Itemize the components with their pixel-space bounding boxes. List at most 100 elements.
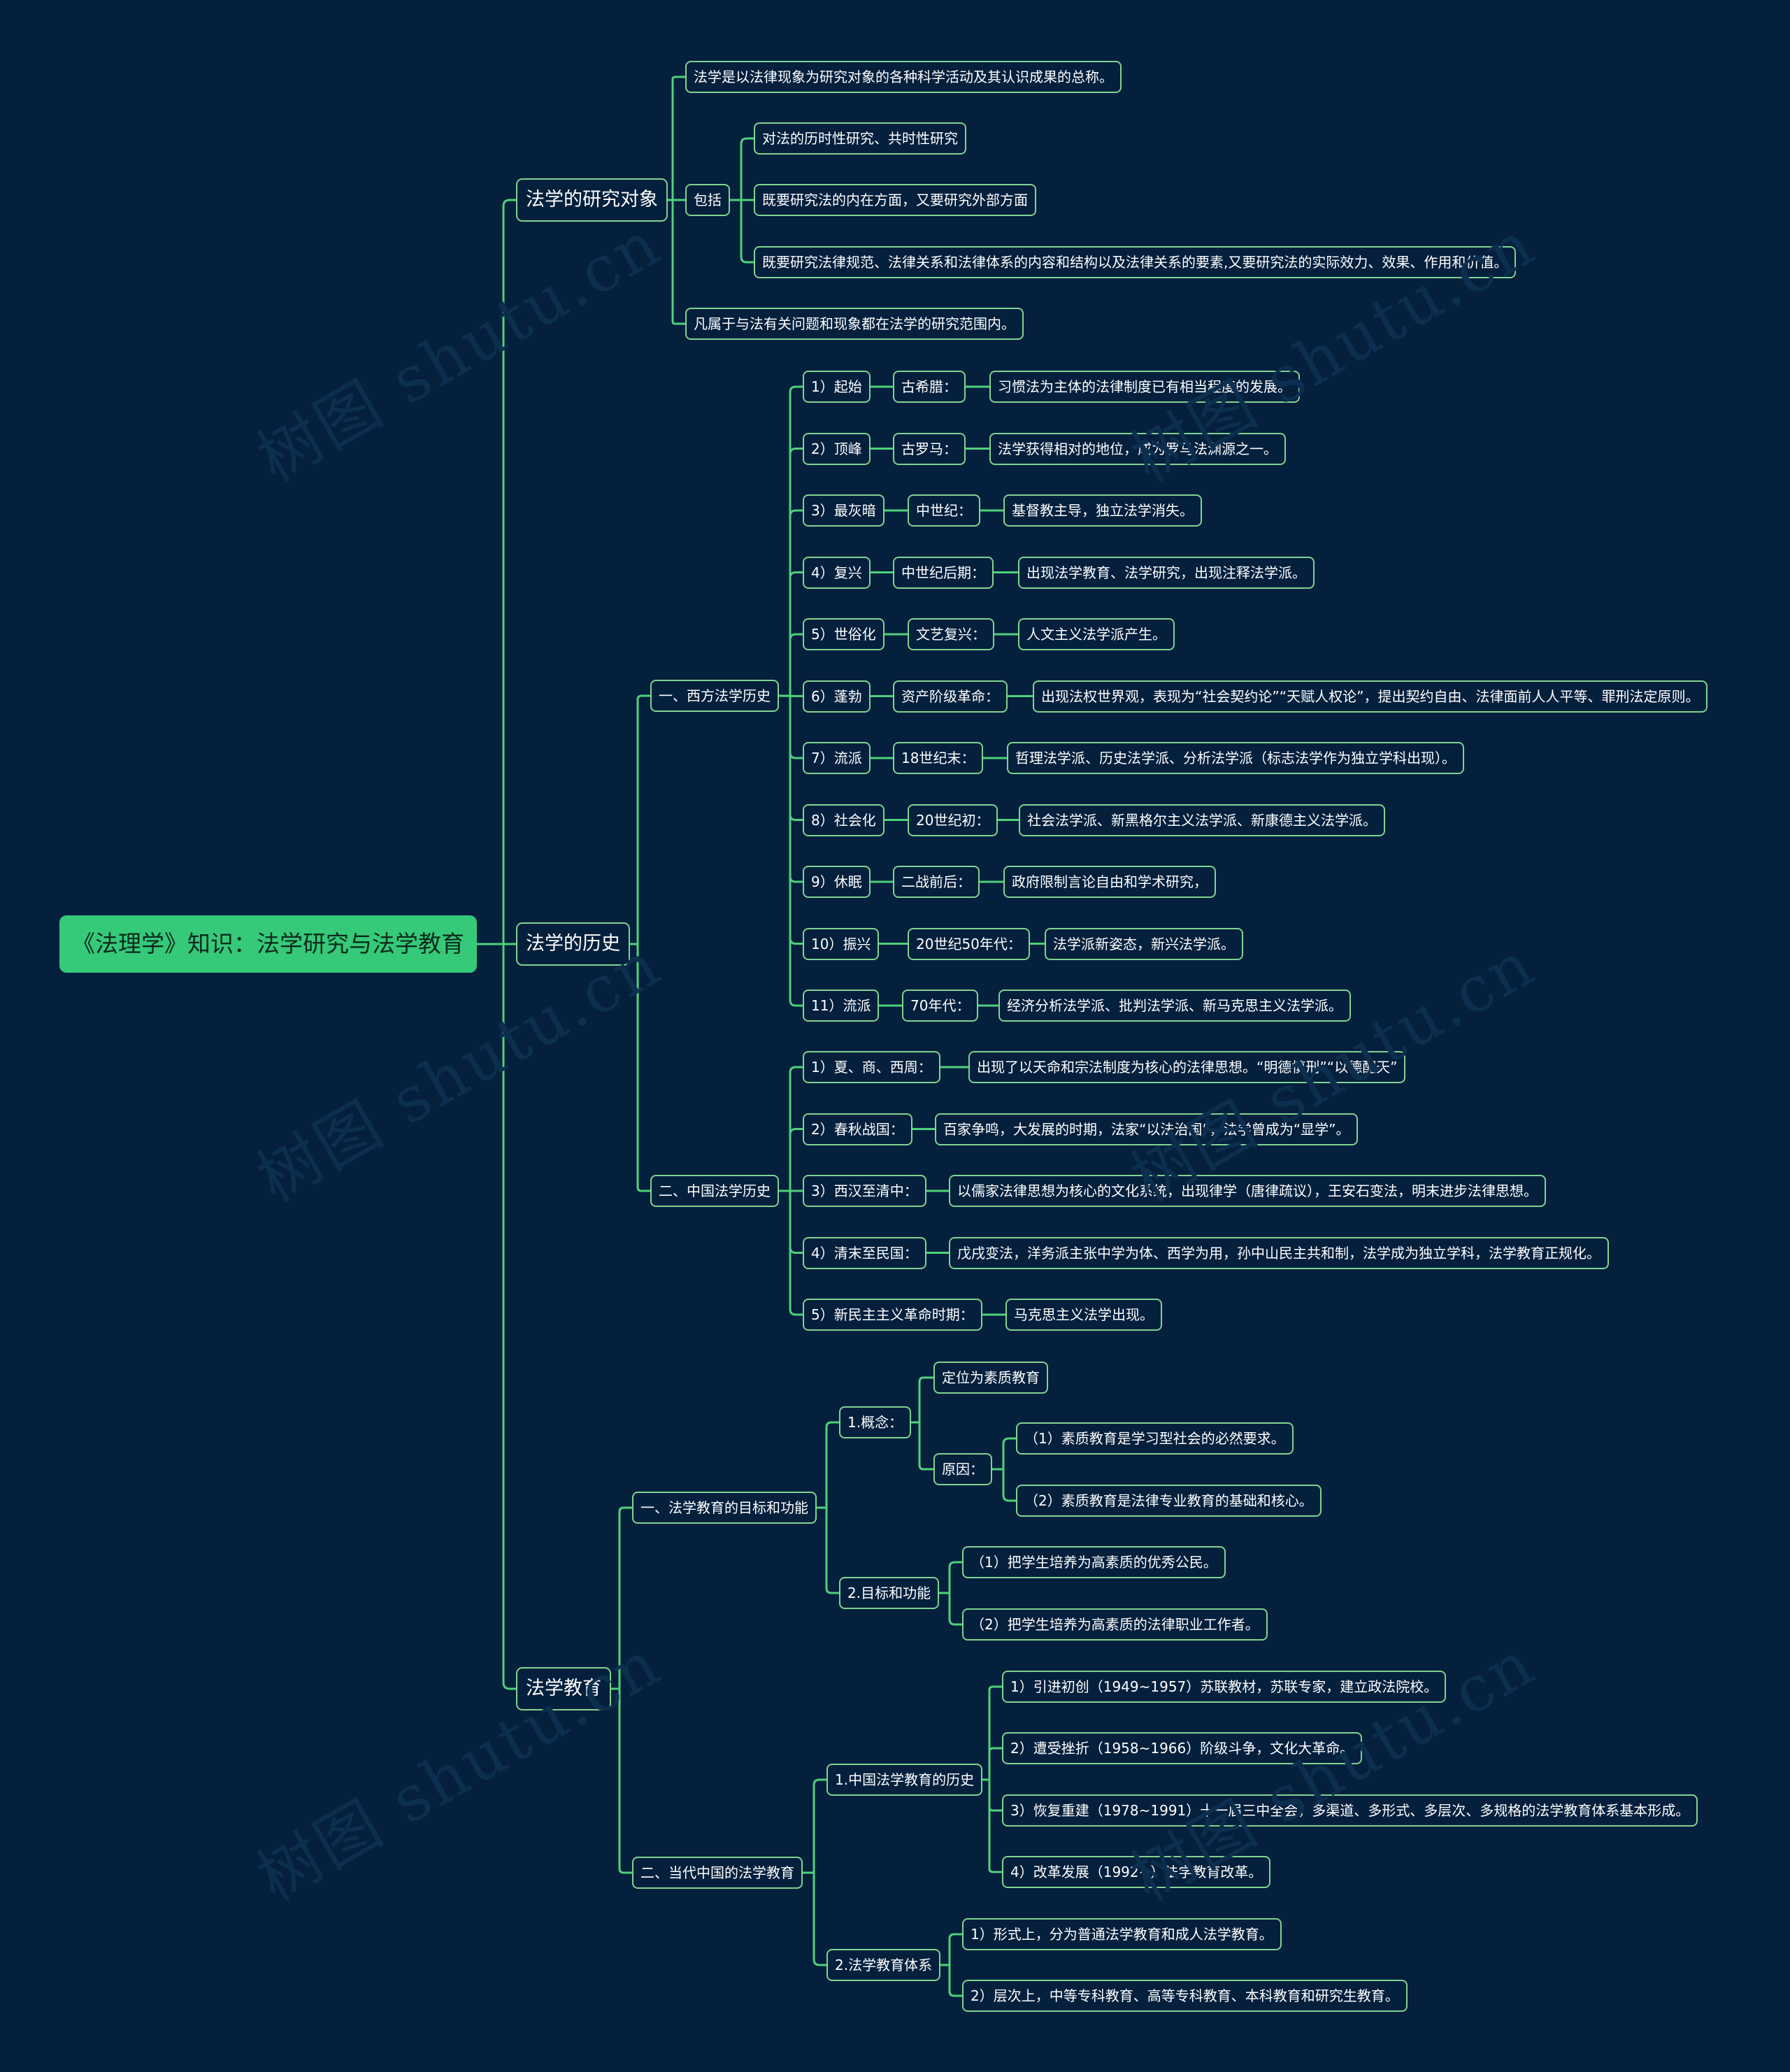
- chinese-desc[interactable]: 马克思主义法学出现。: [1005, 1299, 1162, 1331]
- western-stage[interactable]: 8）社会化: [803, 803, 885, 836]
- western-period[interactable]: 20世纪50年代：: [908, 927, 1030, 960]
- western-desc[interactable]: 经济分析法学派、批判法学派、新马克思主义法学派。: [998, 989, 1351, 1022]
- connector-line: [992, 1468, 1016, 1502]
- research-includes-item[interactable]: 既要研究法律规范、法律关系和法律体系的内容和结构以及法律关系的要素,又要研究法的…: [754, 246, 1517, 278]
- chinese-period[interactable]: 2）春秋战国：: [803, 1113, 912, 1145]
- western-stage[interactable]: 1）起始: [803, 371, 871, 403]
- connector-line: [911, 1421, 933, 1471]
- western-stage[interactable]: 3）最灰暗: [803, 494, 885, 527]
- western-stage[interactable]: 9）休眠: [803, 866, 871, 898]
- connector-line: [940, 1964, 962, 1997]
- connector-line: [779, 385, 803, 697]
- chinese-period[interactable]: 3）西汉至清中：: [803, 1175, 926, 1207]
- connector-line: [940, 1933, 962, 1966]
- western-stage[interactable]: 10）振兴: [803, 927, 880, 960]
- western-stage[interactable]: 11）流派: [803, 989, 880, 1022]
- western-stage[interactable]: 5）世俗化: [803, 618, 885, 650]
- western-desc[interactable]: 基督教主导，独立法学消失。: [1003, 494, 1202, 527]
- chinese-desc[interactable]: 百家争鸣，大发展的时期，法家“以法治国”，法学曾成为“显学”。: [935, 1113, 1359, 1145]
- connector-line: [779, 448, 803, 697]
- western-desc[interactable]: 习惯法为主体的法律制度已有相当程度的发展。: [989, 371, 1300, 403]
- western-stage[interactable]: 2）顶峰: [803, 432, 871, 465]
- connector-line: [477, 199, 516, 945]
- research-includes-item[interactable]: 既要研究法的内在方面，又要研究外部方面: [754, 184, 1036, 216]
- connector-line: [939, 1561, 962, 1594]
- connector-line: [803, 1778, 826, 1874]
- connector-line: [668, 199, 685, 325]
- contemporary-education-title[interactable]: 二、当代中国的法学教育: [632, 1857, 803, 1889]
- connector-line: [730, 137, 754, 201]
- education-system-item[interactable]: 2）层次上，中等专科教育、高等专科教育、本科教育和研究生教育。: [962, 1980, 1408, 2012]
- western-period[interactable]: 文艺复兴：: [908, 618, 994, 650]
- education-system-label[interactable]: 2.法学教育体系: [826, 1949, 941, 1981]
- connector-line: [779, 1128, 803, 1192]
- western-desc[interactable]: 出现法权世界观，表现为“社会契约论”“天赋人权论”，提出契约自由、法律面前人人平…: [1033, 680, 1708, 713]
- connector-line: [779, 1066, 803, 1192]
- chinese-desc[interactable]: 以儒家法律思想为核心的文化系统，出现律学（唐律疏议），王安石变法，明末进步法律思…: [949, 1175, 1546, 1207]
- chinese-desc[interactable]: 戊戌变法，洋务派主张中学为体、西学为用，孙中山民主共和制，法学成为独立学科，法学…: [949, 1236, 1609, 1269]
- connector-line: [730, 199, 754, 264]
- functions-label[interactable]: 2.目标和功能: [839, 1577, 940, 1609]
- western-desc[interactable]: 政府限制言论自由和学术研究，: [1003, 866, 1216, 898]
- western-stage[interactable]: 4）复兴: [803, 556, 871, 589]
- western-period[interactable]: 20世纪初：: [908, 803, 998, 836]
- education-history-label[interactable]: 1.中国法学教育的历史: [826, 1764, 983, 1796]
- research-scope[interactable]: 凡属于与法有关问题和现象都在法学的研究范围内。: [685, 308, 1024, 340]
- western-stage[interactable]: 6）蓬勃: [803, 680, 871, 713]
- connector-line: [817, 1506, 839, 1594]
- education-goals-title[interactable]: 一、法学教育的目标和功能: [632, 1492, 817, 1524]
- connector-line: [982, 1747, 1002, 1781]
- education-history-item[interactable]: 3）恢复重建（1978~1991）十一届三中全会，多渠道、多形式、多层次、多规格…: [1002, 1794, 1698, 1827]
- connector-line: [779, 694, 803, 1007]
- connector-line: [779, 571, 803, 697]
- research-includes-label[interactable]: 包括: [685, 184, 730, 216]
- western-desc[interactable]: 法学派新姿态，新兴法学派。: [1045, 927, 1243, 960]
- western-period[interactable]: 资产阶级革命：: [893, 680, 1008, 713]
- connector-line: [817, 1421, 839, 1509]
- concept-reason-item[interactable]: （1）素质教育是学习型社会的必然要求。: [1016, 1422, 1294, 1455]
- functions-item[interactable]: （2）把学生培养为高素质的法律职业工作者。: [962, 1608, 1268, 1641]
- concept-position[interactable]: 定位为素质教育: [933, 1362, 1048, 1394]
- western-desc[interactable]: 社会法学派、新黑格尔主义法学派、新康德主义法学派。: [1019, 803, 1385, 836]
- western-period[interactable]: 70年代：: [902, 989, 979, 1022]
- connector-line: [611, 1506, 632, 1690]
- western-desc[interactable]: 人文主义法学派产生。: [1018, 618, 1175, 650]
- connector-line: [611, 1687, 632, 1874]
- concept-reason-item[interactable]: （2）素质教育是法律专业教育的基础和核心。: [1016, 1485, 1322, 1517]
- western-period[interactable]: 中世纪：: [908, 494, 980, 527]
- western-history-title[interactable]: 一、西方法学历史: [650, 680, 779, 712]
- western-period[interactable]: 二战前后：: [893, 866, 980, 898]
- western-period[interactable]: 古希腊：: [893, 371, 966, 403]
- connector-line: [803, 1871, 826, 1966]
- branch-history[interactable]: 法学的历史: [516, 922, 630, 966]
- functions-item[interactable]: （1）把学生培养为高素质的优秀公民。: [962, 1546, 1226, 1578]
- concept-label[interactable]: 1.概念：: [839, 1406, 912, 1438]
- chinese-period[interactable]: 1）夏、商、西周：: [803, 1051, 940, 1083]
- education-history-item[interactable]: 1）引进初创（1949~1957）苏联教材，苏联专家，建立政法院校。: [1002, 1671, 1447, 1703]
- western-period[interactable]: 18世纪末：: [893, 742, 984, 774]
- connector-line: [779, 633, 803, 697]
- connector-line: [911, 1376, 933, 1424]
- western-stage[interactable]: 7）流派: [803, 742, 871, 774]
- western-desc[interactable]: 哲理法学派、历史法学派、分析法学派（标志法学作为独立学科出现）。: [1007, 742, 1464, 774]
- chinese-desc[interactable]: 出现了以天命和宗法制度为核心的法律思想。“明德慎刑”“以德配天”: [968, 1051, 1406, 1083]
- western-desc[interactable]: 出现法学教育、法学研究，出现注释法学派。: [1018, 556, 1315, 589]
- root-topic[interactable]: 《法理学》知识：法学研究与法学教育: [59, 915, 477, 973]
- chinese-history-title[interactable]: 二、中国法学历史: [650, 1175, 779, 1207]
- western-period[interactable]: 古罗马：: [893, 432, 966, 465]
- chinese-period[interactable]: 5）新民主主义革命时期：: [803, 1299, 982, 1331]
- education-history-item[interactable]: 2）遭受挫折（1958~1966）阶级斗争，文化大革命。: [1002, 1732, 1363, 1764]
- research-includes-item[interactable]: 对法的历时性研究、共时性研究: [754, 122, 966, 155]
- education-system-item[interactable]: 1）形式上，分为普通法学教育和成人法学教育。: [962, 1918, 1282, 1950]
- concept-reason-label[interactable]: 原因：: [933, 1453, 992, 1485]
- connector-line: [982, 1778, 1002, 1873]
- western-desc[interactable]: 法学获得相对的地位，成为罗马法渊源之一。: [989, 432, 1286, 465]
- research-definition[interactable]: 法学是以法律现象为研究对象的各种科学活动及其认识成果的总称。: [685, 61, 1122, 93]
- branch-education[interactable]: 法学教育: [516, 1667, 611, 1710]
- education-history-item[interactable]: 4）改革发展（1992~）法学教育改革。: [1002, 1856, 1271, 1888]
- chinese-period[interactable]: 4）清末至民国：: [803, 1236, 926, 1269]
- branch-research-object[interactable]: 法学的研究对象: [516, 178, 668, 222]
- western-period[interactable]: 中世纪后期：: [893, 556, 994, 589]
- connector-line: [477, 943, 516, 1690]
